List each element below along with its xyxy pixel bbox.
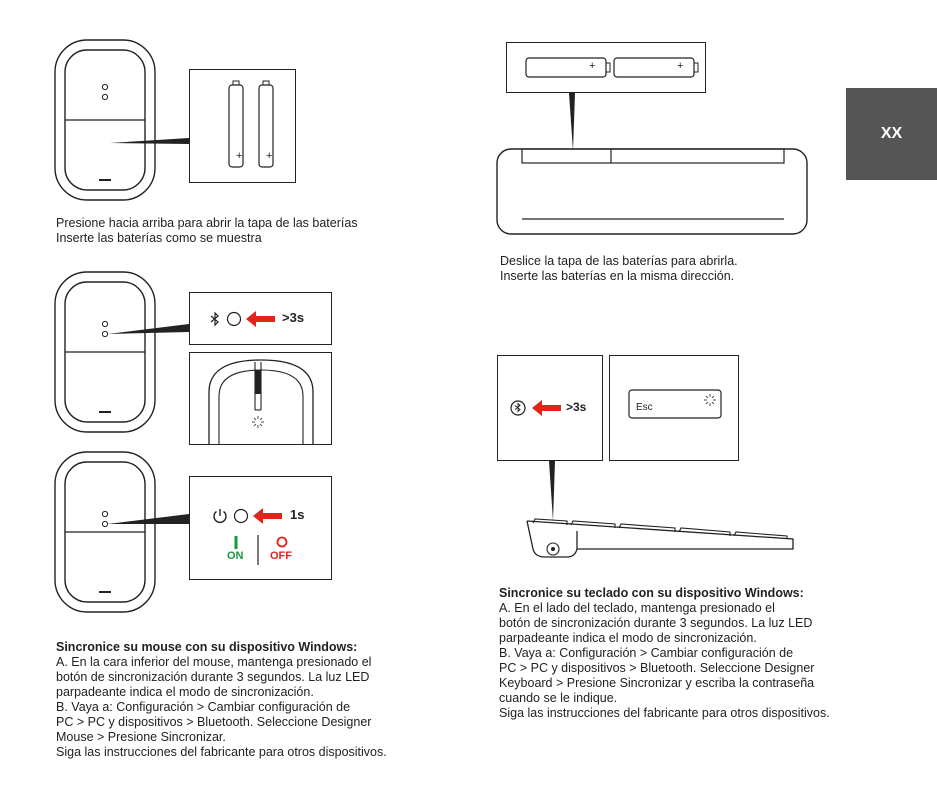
battery-plus-sign: + — [266, 150, 273, 162]
on-off-divider — [257, 535, 259, 565]
off-switch-icon — [276, 536, 288, 548]
aa-battery-pair-horizontal — [525, 57, 699, 78]
page-tab-label: XX — [880, 125, 903, 142]
caption-mouse-battery: Presione hacia arriba para abrir la tapa… — [56, 216, 358, 245]
mouse-underside-led-illustration — [208, 359, 314, 445]
on-label: ON — [227, 550, 244, 562]
bluetooth-button-icon — [510, 400, 526, 416]
power-button-icon — [233, 508, 249, 524]
mouse-illustration-power — [54, 451, 189, 613]
battery-plus-sign: + — [589, 60, 596, 72]
red-arrow-left-icon — [246, 311, 275, 327]
power-time-label: 1s — [290, 507, 305, 522]
battery-plus-sign: + — [236, 150, 243, 162]
keyboard-instructions-title: Sincronice su teclado con su dispositivo… — [499, 586, 804, 600]
hold-time-label: >3s — [566, 400, 587, 414]
esc-key-box — [609, 355, 739, 461]
page-number-tab: XX — [846, 88, 937, 180]
battery-plus-sign: + — [677, 60, 684, 72]
esc-key-label: Esc — [636, 402, 653, 413]
keyboard-instructions: Sincronice su teclado con su dispositivo… — [499, 586, 830, 720]
mouse-illustration-battery — [54, 39, 189, 201]
aa-battery-pair-vertical — [228, 80, 274, 168]
keyboard-side-illustration — [526, 461, 794, 558]
on-switch-icon — [234, 536, 238, 549]
mouse-instructions: Sincronice su mouse con su dispositivo W… — [56, 640, 387, 759]
keyboard-top-illustration — [496, 93, 808, 235]
off-label: OFF — [270, 550, 292, 562]
red-arrow-left-icon — [532, 400, 561, 416]
bluetooth-icon — [210, 311, 219, 327]
hold-time-label: >3s — [282, 310, 305, 325]
esc-key-illustration — [628, 389, 722, 419]
pair-button-icon — [226, 311, 242, 327]
mouse-illustration-pairing — [54, 271, 189, 433]
caption-keyboard-battery: Deslice la tapa de las baterías para abr… — [500, 254, 738, 283]
mouse-instructions-title: Sincronice su mouse con su dispositivo W… — [56, 640, 358, 654]
power-icon — [213, 509, 227, 523]
red-arrow-left-icon — [253, 508, 282, 524]
power-detail-box-mouse — [189, 476, 332, 580]
